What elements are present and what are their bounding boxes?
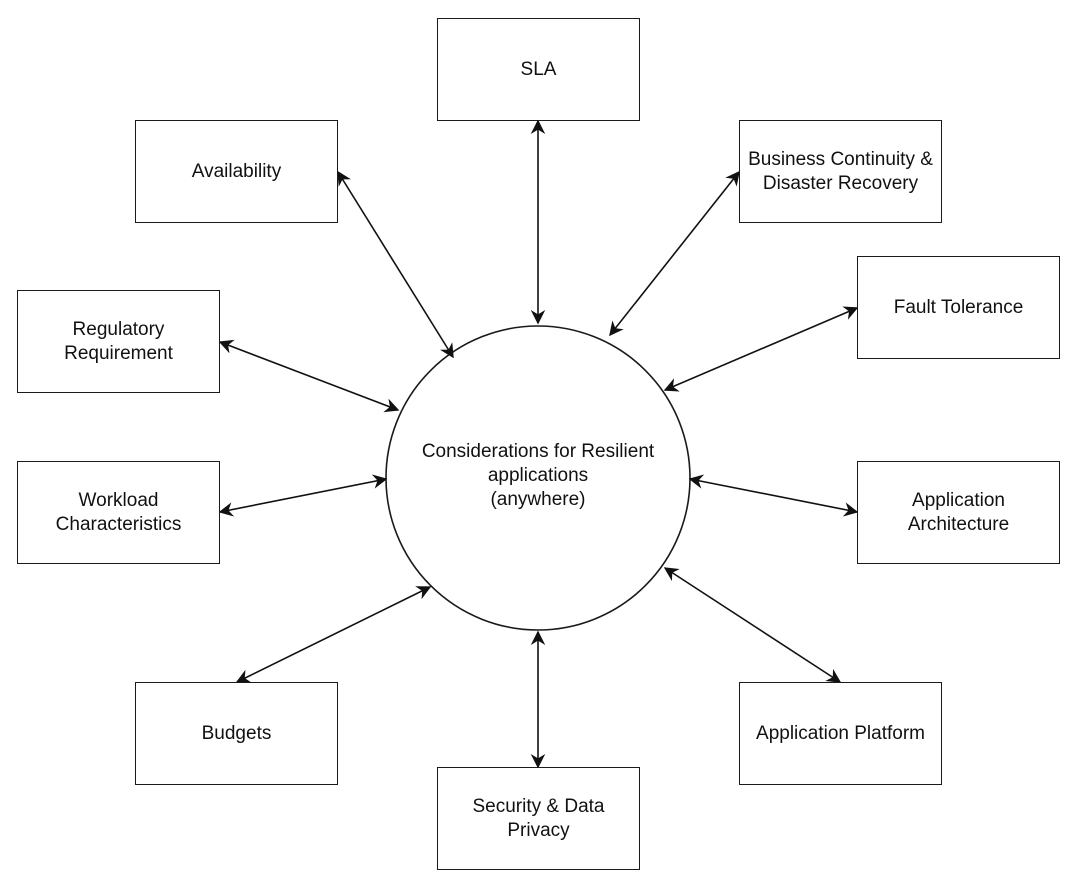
node-sla[interactable]: SLA <box>437 18 640 121</box>
node-fault-tolerance[interactable]: Fault Tolerance <box>857 256 1060 359</box>
node-workload-characteristics-label: Workload Characteristics <box>55 489 182 535</box>
edge-center-fault-tolerance <box>663 306 859 392</box>
node-business-continuity[interactable]: Business Continuity & Disaster Recovery <box>739 120 942 223</box>
edge-center-availability <box>337 170 454 359</box>
node-application-architecture-label: Application Architecture <box>907 489 1010 535</box>
edge-center-application-architecture <box>688 474 859 517</box>
node-regulatory-requirement-label: Regulatory Requirement <box>64 318 173 364</box>
node-security-data-privacy-label: Security & Data Privacy <box>472 795 605 841</box>
node-application-platform[interactable]: Application Platform <box>739 682 942 785</box>
node-fault-tolerance-label: Fault Tolerance <box>893 296 1024 318</box>
node-application-architecture[interactable]: Application Architecture <box>857 461 1060 564</box>
node-sla-label: SLA <box>520 58 557 80</box>
node-regulatory-requirement[interactable]: Regulatory Requirement <box>17 290 220 393</box>
edge-center-regulatory-requirement <box>218 339 400 413</box>
edge-center-business-continuity <box>609 170 740 337</box>
node-budgets[interactable]: Budgets <box>135 682 338 785</box>
edge-center-budgets <box>235 586 432 683</box>
node-security-data-privacy[interactable]: Security & Data Privacy <box>437 767 640 870</box>
edge-center-application-platform <box>663 567 842 683</box>
center-label: Considerations for Resilient application… <box>421 441 655 510</box>
node-budgets-label: Budgets <box>201 722 272 744</box>
node-application-platform-label: Application Platform <box>756 722 925 744</box>
node-workload-characteristics[interactable]: Workload Characteristics <box>17 461 220 564</box>
edge-center-workload-characteristics <box>218 474 388 517</box>
node-business-continuity-label: Business Continuity & Disaster Recovery <box>748 148 933 194</box>
node-availability[interactable]: Availability <box>135 120 338 223</box>
node-availability-label: Availability <box>191 160 282 182</box>
